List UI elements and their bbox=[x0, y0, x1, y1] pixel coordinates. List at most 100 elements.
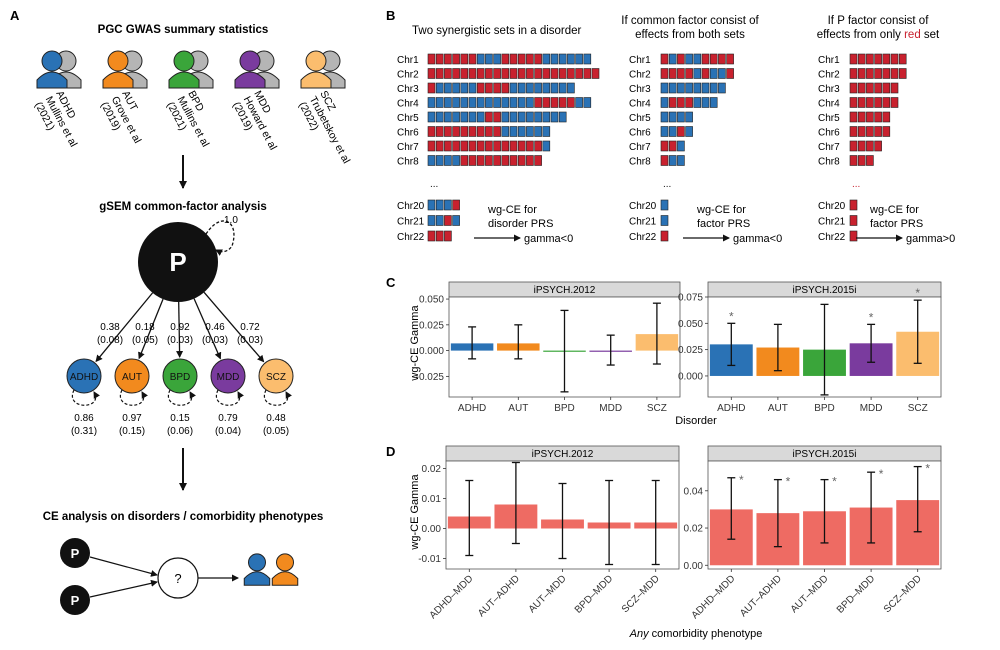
node-bpd bbox=[162, 358, 198, 394]
residual-se-aut: (0.15) bbox=[119, 426, 145, 437]
x-tick-label: ADHD bbox=[458, 403, 486, 414]
y-tick-label: 0.02 bbox=[422, 464, 442, 475]
person-scz-head bbox=[305, 50, 327, 72]
panel-b-col3-title-1: If P factor consist of bbox=[828, 15, 930, 27]
red-segment bbox=[849, 215, 858, 226]
chr-label: Chr2 bbox=[629, 70, 651, 81]
blue-segment bbox=[668, 82, 677, 94]
blue-segment bbox=[435, 82, 444, 94]
red-segment bbox=[526, 155, 534, 166]
ce-person-aut bbox=[271, 553, 299, 586]
wgce-label-1: wg-CE for bbox=[696, 204, 746, 216]
chr-label: Chr3 bbox=[629, 84, 651, 95]
red-segment bbox=[701, 53, 710, 65]
red-segment bbox=[849, 126, 858, 137]
red-segment bbox=[444, 140, 452, 152]
red-segment bbox=[685, 97, 693, 108]
red-segment bbox=[509, 68, 518, 79]
red-segment bbox=[534, 155, 542, 166]
facet-title: iPSYCH.2015i bbox=[793, 449, 857, 460]
blue-segment bbox=[435, 199, 444, 211]
blue-segment bbox=[517, 111, 526, 123]
chr-label: Chr1 bbox=[818, 55, 840, 66]
blue-segment bbox=[660, 215, 669, 226]
chr-label: Chr4 bbox=[629, 99, 651, 110]
blue-segment bbox=[468, 82, 477, 94]
chr-label: Chr20 bbox=[629, 201, 657, 212]
chr-label: Chr5 bbox=[629, 113, 651, 124]
y-tick-label: -0.025 bbox=[416, 372, 445, 383]
red-segment bbox=[493, 82, 501, 94]
red-segment bbox=[857, 126, 866, 137]
red-segment bbox=[660, 140, 669, 152]
residual-se-mdd: (0.04) bbox=[215, 426, 241, 437]
person-scz bbox=[300, 50, 332, 89]
blue-segment bbox=[526, 111, 534, 123]
blue-segment bbox=[468, 111, 477, 123]
red-segment bbox=[468, 155, 477, 166]
blue-segment bbox=[677, 82, 685, 94]
person-scz-body bbox=[300, 71, 332, 89]
x-tick-label: ADHD–MDD bbox=[428, 573, 476, 621]
loading-path-scz bbox=[203, 291, 265, 363]
factor-variance-loop bbox=[205, 220, 235, 256]
ce-person-adhd-head bbox=[248, 553, 266, 572]
red-segment bbox=[660, 230, 669, 242]
red-segment bbox=[866, 126, 874, 137]
panel-a-heading: PGC GWAS summary statistics bbox=[98, 24, 269, 36]
study-icons bbox=[36, 50, 346, 89]
wgce-label-2: factor PRS bbox=[697, 218, 750, 230]
wgce-label-2: disorder PRS bbox=[488, 218, 553, 230]
red-segment bbox=[468, 53, 477, 65]
panel-d-letter: D bbox=[386, 444, 395, 459]
blue-segment bbox=[660, 199, 669, 211]
red-segment bbox=[857, 155, 866, 166]
red-segment bbox=[709, 53, 718, 65]
b-col-3: Chr1Chr2Chr3Chr4Chr5Chr6Chr7Chr8...Chr20… bbox=[818, 53, 955, 245]
chr-label: Chr6 bbox=[629, 128, 651, 139]
chr-label: Chr8 bbox=[629, 157, 651, 168]
chr-label: Chr20 bbox=[397, 201, 425, 212]
ce-p-node-2 bbox=[60, 585, 90, 615]
red-segment bbox=[534, 68, 542, 79]
red-segment bbox=[468, 68, 477, 79]
node-aut bbox=[114, 358, 150, 394]
blue-segment bbox=[526, 82, 534, 94]
red-segment bbox=[567, 97, 575, 108]
residual-loop-bpd bbox=[167, 389, 196, 406]
red-segment bbox=[866, 111, 874, 123]
b-col-1: Chr1Chr2Chr3Chr4Chr5Chr6Chr7Chr8...Chr20… bbox=[397, 53, 600, 245]
blue-segment bbox=[452, 82, 460, 94]
ce-person-aut-body bbox=[271, 571, 299, 586]
chr-label: Chr5 bbox=[397, 113, 419, 124]
y-tick-label: 0.00 bbox=[422, 524, 442, 535]
red-segment bbox=[874, 97, 882, 108]
blue-segment bbox=[685, 53, 693, 65]
red-segment bbox=[668, 97, 677, 108]
x-tick-label: SCZ bbox=[908, 403, 928, 414]
red-segment bbox=[890, 53, 899, 65]
chr-label: Chr1 bbox=[397, 55, 419, 66]
red-segment bbox=[435, 230, 444, 242]
chr-label: Chr2 bbox=[397, 70, 419, 81]
red-segment bbox=[444, 68, 452, 79]
blue-segment bbox=[501, 111, 510, 123]
blue-segment bbox=[709, 82, 718, 94]
red-segment bbox=[882, 111, 891, 123]
red-segment bbox=[534, 97, 542, 108]
y-tick-label: 0.050 bbox=[678, 319, 703, 330]
chr-label: Chr22 bbox=[818, 232, 846, 243]
red-segment bbox=[460, 140, 469, 152]
blue-segment bbox=[550, 111, 559, 123]
x-tick-label: BPD bbox=[554, 403, 575, 414]
red-segment bbox=[857, 140, 866, 152]
red-segment bbox=[726, 68, 734, 79]
blue-segment bbox=[485, 97, 493, 108]
red-segment bbox=[526, 140, 534, 152]
ce-p-label-1: P bbox=[71, 546, 80, 561]
red-segment bbox=[476, 140, 485, 152]
red-segment bbox=[701, 68, 710, 79]
red-segment bbox=[857, 97, 866, 108]
y-tick-label: 0.000 bbox=[678, 371, 703, 382]
blue-segment bbox=[709, 68, 718, 79]
